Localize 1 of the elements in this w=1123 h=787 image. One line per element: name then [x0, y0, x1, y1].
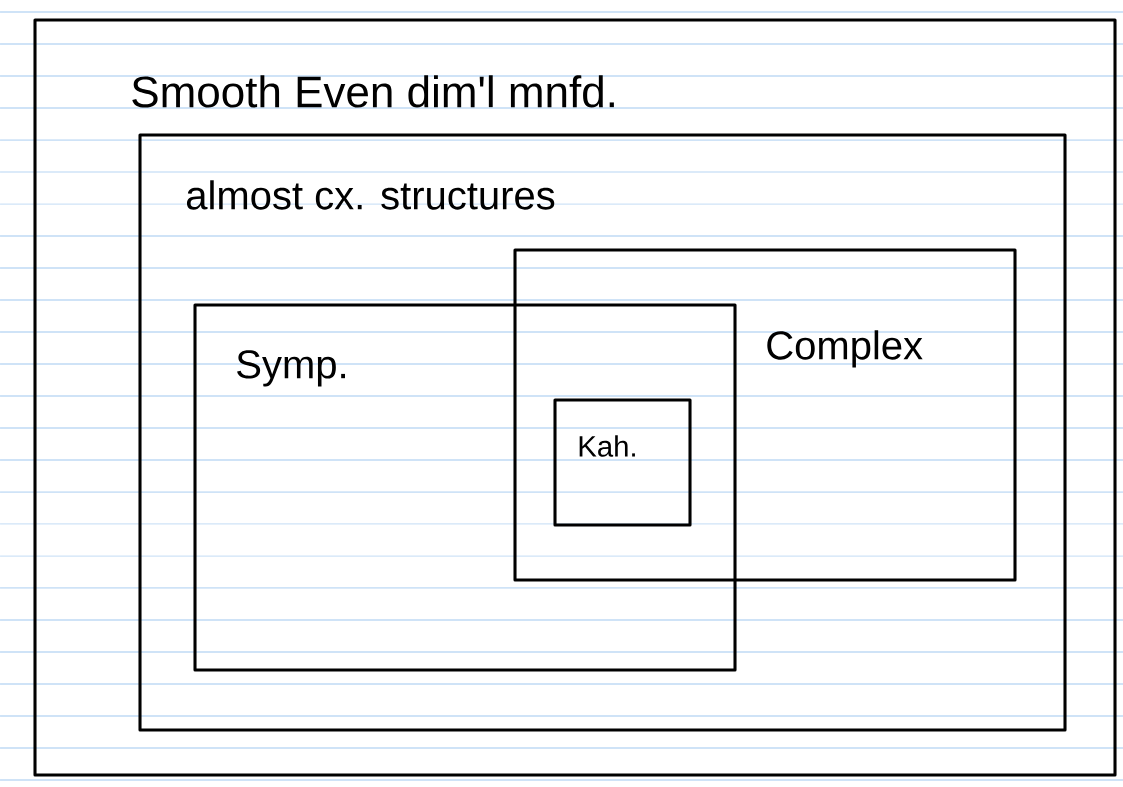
set-box: Kah. [553, 398, 692, 527]
